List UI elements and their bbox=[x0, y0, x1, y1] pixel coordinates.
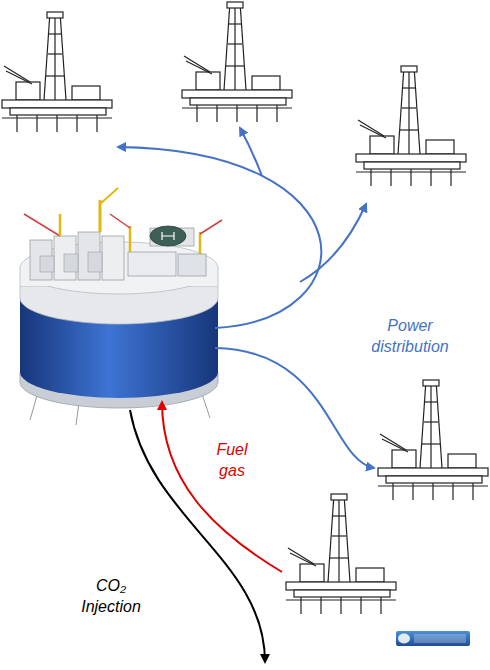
floating-hub bbox=[20, 188, 222, 425]
flow-label: Fuel gas bbox=[210, 440, 254, 482]
power-arrow bbox=[240, 128, 262, 176]
watermark-logo bbox=[396, 631, 470, 646]
flow-label: Power distribution bbox=[358, 316, 462, 358]
platform-icon bbox=[356, 66, 466, 186]
platform-icon bbox=[286, 494, 396, 614]
flow-label: CO₂ Injection bbox=[72, 576, 150, 618]
power-arrow bbox=[300, 204, 366, 282]
platform-icon bbox=[2, 12, 112, 132]
co2-arrow bbox=[130, 410, 265, 662]
power-arrow bbox=[118, 147, 321, 328]
fuel-gas-arrow bbox=[162, 402, 282, 572]
platform-icon bbox=[182, 2, 292, 122]
platform-icon bbox=[378, 380, 488, 500]
power-arrows bbox=[118, 128, 374, 468]
